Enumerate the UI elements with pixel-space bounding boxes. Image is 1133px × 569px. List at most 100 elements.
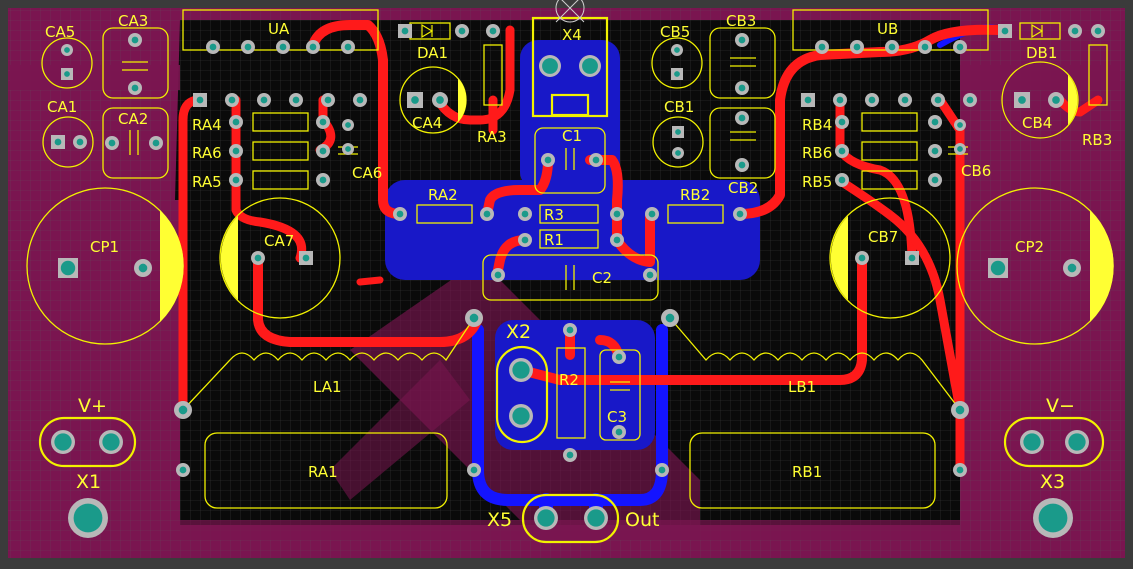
- pad: [735, 158, 749, 172]
- component-CA3[interactable]: CA3: [102, 12, 169, 99]
- label-C3: C3: [607, 408, 627, 426]
- pad: [398, 24, 412, 38]
- component-CA1[interactable]: CA1: [42, 98, 94, 168]
- component-CA2[interactable]: CA2: [102, 107, 169, 179]
- component-RA3[interactable]: RA3: [477, 44, 507, 146]
- label-CA4: CA4: [412, 114, 442, 132]
- pour-diag-2: [330, 360, 470, 500]
- connector-X3[interactable]: V− X3: [1003, 395, 1105, 493]
- label-CB7: CB7: [868, 228, 898, 246]
- pad: [276, 40, 290, 54]
- component-DB1[interactable]: DB1: [1019, 22, 1061, 62]
- component-CA6[interactable]: CA6: [338, 146, 382, 182]
- component-C2[interactable]: C2: [482, 254, 659, 301]
- component-RB4[interactable]: RB4: [802, 112, 918, 134]
- component-CP1[interactable]: CP1: [26, 187, 184, 345]
- label-LB1: LB1: [788, 378, 816, 396]
- component-R2[interactable]: R2: [556, 347, 586, 439]
- component-RA1[interactable]: RA1: [204, 432, 448, 509]
- pad: [589, 153, 603, 167]
- pad: [491, 268, 505, 282]
- pad: [257, 93, 271, 107]
- component-LB1[interactable]: LB1: [669, 317, 961, 411]
- pad: [176, 463, 190, 477]
- component-RA6[interactable]: RA6: [192, 141, 309, 162]
- pad: [672, 147, 684, 159]
- component-LA1[interactable]: LA1: [182, 317, 475, 411]
- pad: [486, 24, 500, 38]
- pad: [251, 251, 265, 265]
- diode-icon: [1031, 23, 1044, 39]
- pour-diagonal-left: [10, 65, 180, 90]
- connector-X1[interactable]: V+ X1: [38, 395, 137, 493]
- label-RA4: RA4: [192, 116, 222, 134]
- component-RB2[interactable]: RB2: [667, 186, 724, 224]
- pad: [855, 251, 869, 265]
- component-R3[interactable]: R3: [539, 204, 599, 224]
- label-C2: C2: [592, 269, 612, 287]
- pad: [509, 358, 533, 382]
- component-CB2[interactable]: CB2: [709, 107, 776, 197]
- pad: [928, 144, 942, 158]
- component-R1[interactable]: R1: [539, 229, 599, 249]
- pad: [342, 119, 354, 131]
- label-CB4: CB4: [1022, 114, 1052, 132]
- component-RB5[interactable]: RB5: [802, 170, 918, 191]
- pad: [885, 40, 899, 54]
- component-RB6[interactable]: RB6: [802, 141, 918, 162]
- pad: [1091, 24, 1105, 38]
- pad: [563, 448, 577, 462]
- component-DA1[interactable]: DA1: [409, 22, 451, 62]
- component-CB7[interactable]: CB7: [829, 197, 951, 319]
- component-RB3[interactable]: RB3: [1082, 44, 1112, 149]
- label-CB1: CB1: [664, 98, 694, 116]
- pad: [534, 506, 558, 530]
- connector-X2[interactable]: X2: [495, 321, 549, 444]
- label-RA2: RA2: [428, 186, 458, 204]
- pad: [733, 207, 747, 221]
- component-CB3[interactable]: CB3: [709, 12, 776, 99]
- label-LA1: LA1: [313, 378, 342, 396]
- pad: [128, 81, 142, 95]
- pad: [193, 93, 207, 107]
- bottom-trace-out: [472, 324, 668, 506]
- pad: [918, 40, 932, 54]
- component-CA5[interactable]: CA5: [41, 23, 93, 89]
- label-RB4: RB4: [802, 116, 832, 134]
- label-R1: R1: [544, 231, 564, 249]
- label-DA1: DA1: [417, 44, 448, 62]
- pad: [51, 430, 75, 454]
- connector-X5[interactable]: X5 Out: [487, 493, 659, 544]
- pad: [353, 93, 367, 107]
- component-CB4[interactable]: CB4: [1001, 61, 1079, 139]
- component-CA4[interactable]: CA4: [399, 66, 467, 134]
- component-RB1[interactable]: RB1: [689, 432, 936, 509]
- pad: [671, 68, 683, 80]
- component-RA2[interactable]: RA2: [416, 186, 473, 224]
- pad: [988, 258, 1008, 278]
- component-RA4[interactable]: RA4: [192, 112, 309, 134]
- component-RA5[interactable]: RA5: [192, 170, 309, 191]
- pad: [99, 430, 123, 454]
- pad: [342, 143, 354, 155]
- component-CP2[interactable]: CP2: [956, 187, 1114, 345]
- pad: [661, 309, 679, 327]
- component-CB5[interactable]: CB5: [651, 23, 703, 89]
- label-Out: Out: [625, 509, 659, 531]
- pad: [835, 115, 849, 129]
- pad: [998, 24, 1012, 38]
- label-RB5: RB5: [802, 173, 832, 191]
- connector-X4[interactable]: X4: [531, 0, 609, 118]
- component-CB1[interactable]: CB1: [652, 98, 704, 168]
- pad: [467, 463, 481, 477]
- label-CP2: CP2: [1015, 238, 1044, 256]
- label-CA1: CA1: [47, 98, 77, 116]
- label-X4: X4: [562, 26, 582, 44]
- label-RA1: RA1: [308, 463, 338, 481]
- label-RA3: RA3: [477, 128, 507, 146]
- component-CA7[interactable]: CA7: [219, 197, 341, 319]
- component-C3[interactable]: C3: [599, 349, 641, 441]
- component-C1[interactable]: C1: [534, 127, 606, 194]
- pad: [645, 207, 659, 221]
- label-DB1: DB1: [1026, 44, 1057, 62]
